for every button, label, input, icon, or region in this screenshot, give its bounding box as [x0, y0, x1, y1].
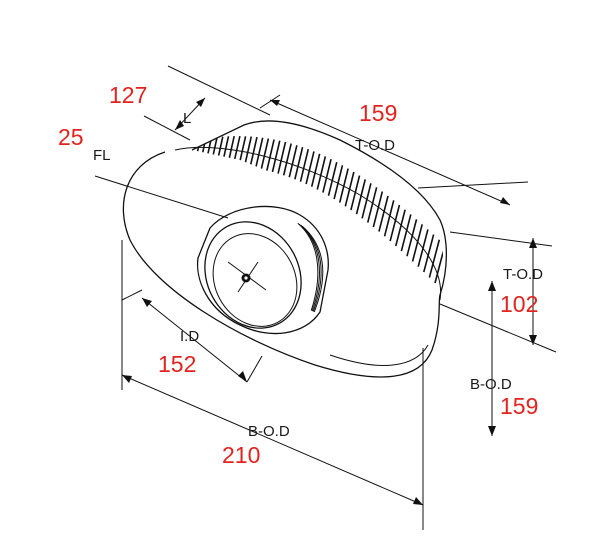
filter-body [122, 120, 447, 378]
pleat [226, 135, 235, 166]
pleat [193, 139, 201, 169]
label-tod-top: T-O.D [355, 137, 395, 154]
pleat [378, 195, 389, 232]
value-id: 152 [158, 351, 196, 377]
pleat [361, 183, 372, 219]
pleat [316, 156, 327, 190]
value-bod-bottom: 210 [222, 442, 260, 468]
pleat [260, 138, 270, 170]
pleat [327, 161, 338, 196]
pleat [355, 179, 367, 215]
value-tod-top: 159 [359, 100, 397, 126]
pleat [215, 136, 224, 166]
pleat [271, 140, 281, 173]
pleat [221, 136, 230, 166]
pleat [305, 151, 315, 185]
value-bod-side: 159 [500, 393, 538, 419]
pleat [383, 200, 395, 237]
inlet-neck [196, 205, 329, 335]
pleat [333, 165, 344, 200]
label-l: L [183, 110, 191, 127]
neck-thread [297, 222, 319, 311]
pleat [310, 153, 321, 187]
pleat [294, 146, 304, 180]
pleat [366, 187, 378, 223]
top-element-outline [191, 120, 447, 296]
pleat [423, 234, 435, 273]
label-bod-bottom: B-O.D [248, 423, 290, 440]
value-tod-side: 102 [500, 291, 538, 317]
flange-lower-edge [329, 344, 429, 366]
label-id: I.D [180, 328, 199, 345]
pleat [400, 214, 412, 252]
label-bod-side: B-O.D [470, 376, 512, 393]
pleat [406, 219, 418, 257]
neck-threads [297, 222, 324, 313]
pleat [243, 136, 253, 167]
pleat [350, 175, 361, 211]
pleat [198, 138, 207, 168]
flange-inner-edge [174, 146, 442, 301]
pleat [282, 143, 292, 176]
dimension-lines [94, 65, 557, 530]
pleat [322, 159, 332, 193]
pleat [254, 137, 264, 169]
flange-outline [122, 151, 441, 378]
label-fl: FL [93, 147, 111, 164]
center-bolt-icon [227, 261, 267, 293]
value-fl: 25 [58, 124, 84, 150]
pleat [299, 149, 310, 182]
label-tod-side: T-O.D [503, 266, 543, 283]
pleat [411, 224, 423, 262]
value-l: 127 [109, 82, 147, 108]
pleat [394, 209, 406, 247]
pleat [389, 204, 401, 242]
pleat [428, 239, 441, 278]
pleat [277, 141, 287, 174]
inlet-opening [204, 221, 302, 329]
pleated-element [193, 135, 444, 284]
neck-thread [301, 225, 324, 313]
pleat [266, 139, 275, 171]
pleat [210, 136, 218, 167]
pleat [288, 145, 298, 178]
pleat [249, 136, 258, 168]
pleat [372, 191, 384, 228]
pleat [338, 168, 349, 203]
